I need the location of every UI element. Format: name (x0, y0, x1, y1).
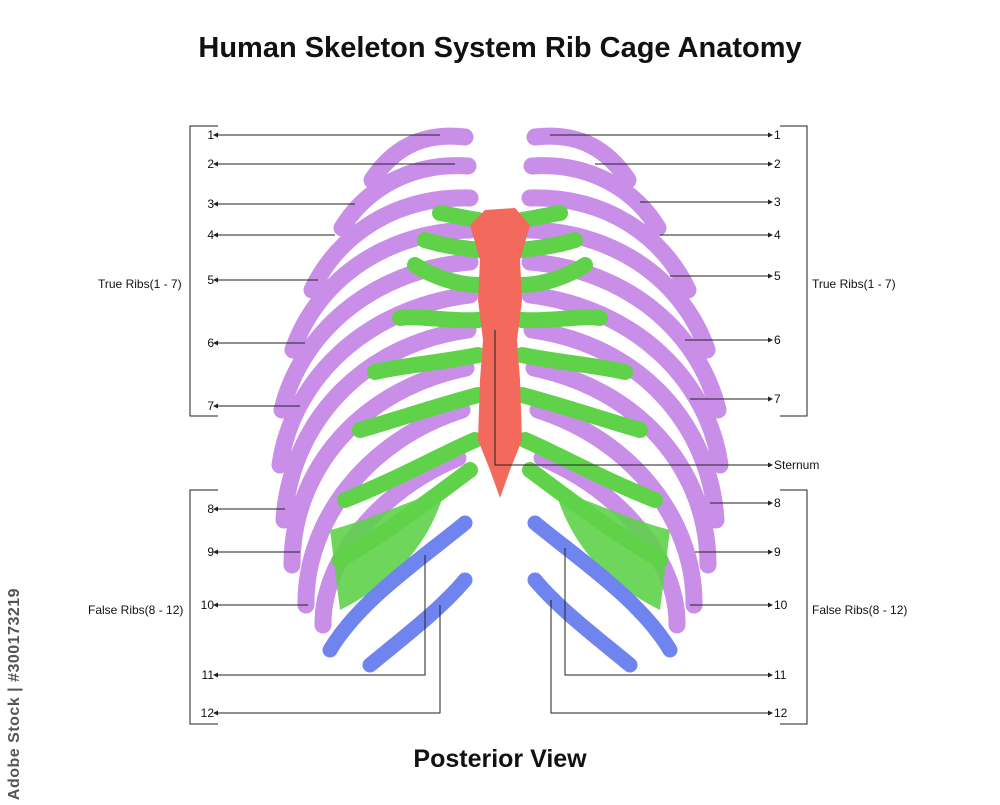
right-rib-12 (527, 572, 638, 673)
left-rib-7 (275, 321, 477, 529)
leader-lines (189, 125, 808, 725)
right-rib-label-9: 9 (774, 545, 781, 559)
left-rib-4 (284, 221, 479, 359)
right-rib-1 (526, 127, 637, 189)
sternum-label: Sternum (774, 458, 820, 472)
left-rib-label-11: 11 (201, 668, 214, 682)
view-caption: Posterior View (413, 745, 587, 773)
left-rib-label-2: 2 (207, 157, 214, 171)
left-rib-label-10: 10 (200, 598, 214, 612)
watermark-text: Adobe Stock | #300173219 (6, 587, 24, 801)
left-rib-label-8: 8 (207, 502, 214, 516)
right-rib-3 (521, 189, 697, 299)
left-rib-label-6: 6 (207, 336, 214, 350)
right-rib-4 (521, 221, 716, 359)
stock-watermark: Adobe Stock | #300173219 (4, 575, 34, 805)
right-rib-8 (525, 359, 717, 574)
right-rib-label-7: 7 (774, 392, 781, 406)
right-rib-label-5: 5 (774, 269, 781, 283)
left-rib-label-3: 3 (207, 197, 214, 211)
right-rib-label-1: 1 (774, 128, 781, 142)
right-rib-label-10: 10 (774, 598, 788, 612)
sternum (470, 208, 530, 498)
left-rib-2 (333, 157, 477, 237)
rib-cage-illustration (271, 127, 729, 673)
left-rib-6 (271, 286, 479, 474)
right-rib-label-2: 2 (774, 157, 781, 171)
left-rib-9 (297, 401, 471, 614)
right-rib-label-8: 8 (774, 496, 781, 510)
right-rib-6 (521, 286, 729, 474)
false-ribs-left-label: False Ribs(8 - 12) (88, 603, 184, 617)
right-rib-label-11: 11 (774, 668, 787, 682)
left-rib-label-12: 12 (200, 706, 214, 720)
left-rib-label-9: 9 (207, 545, 214, 559)
right-rib-9 (529, 401, 703, 614)
left-rib-8 (283, 359, 475, 574)
right-true-ribs (521, 127, 729, 634)
floating-ribs (322, 515, 678, 673)
left-rib-3 (303, 189, 479, 299)
right-rib-label-6: 6 (774, 333, 781, 347)
left-rib-label-4: 4 (207, 228, 214, 242)
right-rib-7 (523, 321, 725, 529)
left-rib-1 (363, 127, 474, 189)
diagram-title: Human Skeleton System Rib Cage Anatomy (198, 32, 802, 64)
right-rib-label-3: 3 (774, 195, 781, 209)
false-ribs-right-label: False Ribs(8 - 12) (812, 603, 908, 617)
true-ribs-right-label: True Ribs(1 - 7) (812, 277, 896, 291)
left-rib-label-5: 5 (207, 273, 214, 287)
left-rib-label-1: 1 (207, 128, 214, 142)
left-rib-11 (322, 515, 473, 658)
right-rib-2 (523, 157, 667, 237)
right-rib-label-12: 12 (774, 706, 788, 720)
true-ribs-left-label: True Ribs(1 - 7) (98, 277, 182, 291)
left-rib-12 (362, 572, 473, 673)
left-rib-label-7: 7 (207, 399, 214, 413)
right-rib-11 (527, 515, 678, 658)
right-rib-label-4: 4 (774, 228, 781, 242)
